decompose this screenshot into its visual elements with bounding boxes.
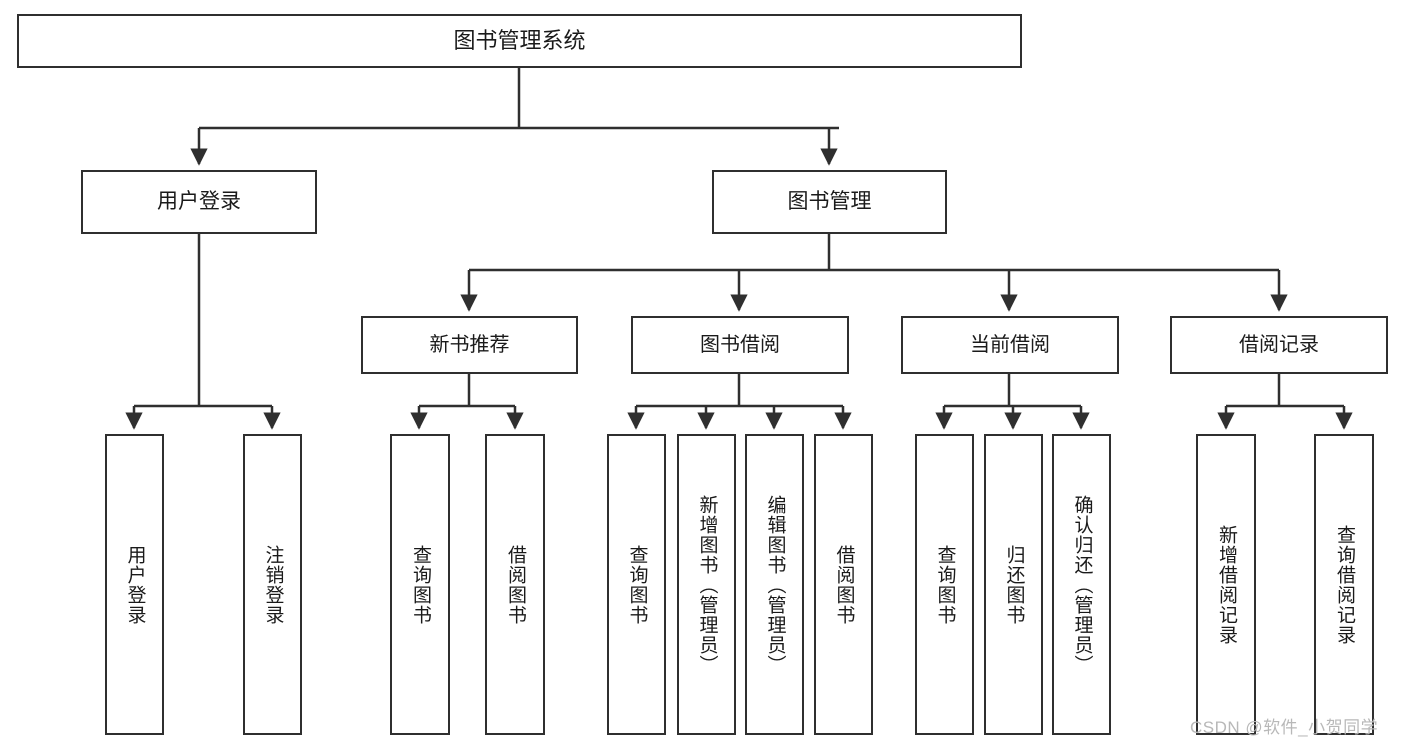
node-current-borrow-label: 当前借阅	[970, 333, 1050, 356]
node-leaf-user-login[interactable]: 用户登录	[105, 434, 164, 735]
node-leaf-borrow-book-recommend[interactable]: 借阅图书	[485, 434, 545, 735]
node-leaf-logout[interactable]: 注销登录	[243, 434, 302, 735]
node-leaf-borrow-book-label: 借阅图书	[833, 544, 855, 625]
node-leaf-add-book-admin-label: 新增图书（管理员）	[696, 494, 718, 675]
node-leaf-user-login-label: 用户登录	[124, 544, 146, 625]
node-leaf-query-borrow-record[interactable]: 查询借阅记录	[1314, 434, 1374, 735]
node-leaf-confirm-return-admin[interactable]: 确认归还（管理员）	[1052, 434, 1111, 735]
node-root-label: 图书管理系统	[453, 28, 586, 54]
node-leaf-return-book[interactable]: 归还图书	[984, 434, 1043, 735]
node-leaf-query-borrow-record-label: 查询借阅记录	[1333, 524, 1355, 645]
node-book-borrow-label: 图书借阅	[700, 333, 780, 356]
node-leaf-confirm-return-admin-label: 确认归还（管理员）	[1071, 494, 1093, 675]
node-book-management[interactable]: 图书管理	[712, 170, 947, 234]
node-book-borrow[interactable]: 图书借阅	[631, 316, 849, 374]
node-leaf-edit-book-admin-label: 编辑图书（管理员）	[764, 494, 786, 675]
node-leaf-add-borrow-record-label: 新增借阅记录	[1215, 524, 1237, 645]
node-leaf-edit-book-admin[interactable]: 编辑图书（管理员）	[745, 434, 804, 735]
node-leaf-add-book-admin[interactable]: 新增图书（管理员）	[677, 434, 736, 735]
node-leaf-add-borrow-record[interactable]: 新增借阅记录	[1196, 434, 1256, 735]
node-book-management-label: 图书管理	[787, 189, 872, 213]
node-new-book-recommend-label: 新书推荐	[429, 333, 510, 356]
node-leaf-query-book-borrow[interactable]: 查询图书	[607, 434, 666, 735]
node-user-login[interactable]: 用户登录	[81, 170, 317, 234]
node-leaf-return-book-label: 归还图书	[1003, 544, 1025, 625]
node-leaf-borrow-book-recommend-label: 借阅图书	[504, 544, 526, 625]
node-leaf-borrow-book[interactable]: 借阅图书	[814, 434, 873, 735]
node-leaf-query-book-recommend[interactable]: 查询图书	[390, 434, 450, 735]
node-leaf-query-book-recommend-label: 查询图书	[409, 544, 431, 625]
node-leaf-query-book-borrow-label: 查询图书	[626, 544, 648, 625]
node-user-login-label: 用户登录	[157, 189, 241, 213]
node-leaf-query-book-current[interactable]: 查询图书	[915, 434, 974, 735]
node-borrow-record-label: 借阅记录	[1239, 333, 1319, 356]
node-leaf-logout-label: 注销登录	[262, 544, 284, 625]
node-root-system[interactable]: 图书管理系统	[17, 14, 1022, 68]
node-new-book-recommend[interactable]: 新书推荐	[361, 316, 578, 374]
node-current-borrow[interactable]: 当前借阅	[901, 316, 1119, 374]
node-borrow-record[interactable]: 借阅记录	[1170, 316, 1388, 374]
node-leaf-query-book-current-label: 查询图书	[934, 544, 956, 625]
